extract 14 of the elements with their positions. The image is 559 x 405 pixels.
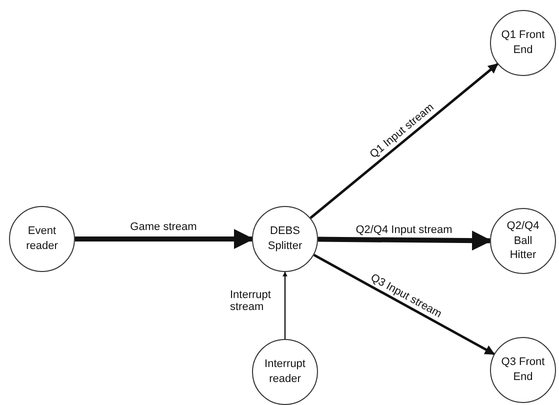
arrow [282, 272, 288, 339]
arrow [318, 230, 492, 251]
edge-label: Game stream [130, 221, 197, 233]
edge-label: Q2/Q4 Input stream [356, 224, 452, 236]
arrow [310, 63, 498, 219]
arrow [313, 254, 495, 356]
node-label: Q1 Front End [501, 28, 545, 58]
node-label: Q3 Front End [501, 355, 545, 385]
edge-label: Interrupt stream [230, 288, 272, 312]
arrow [75, 229, 254, 249]
node-label: Q2/Q4 Ball Hitter [506, 218, 540, 264]
node-label: DEBS Splitter [266, 224, 304, 254]
node-label: Interrupt reader [264, 357, 306, 387]
node-label: Event reader [25, 224, 59, 254]
